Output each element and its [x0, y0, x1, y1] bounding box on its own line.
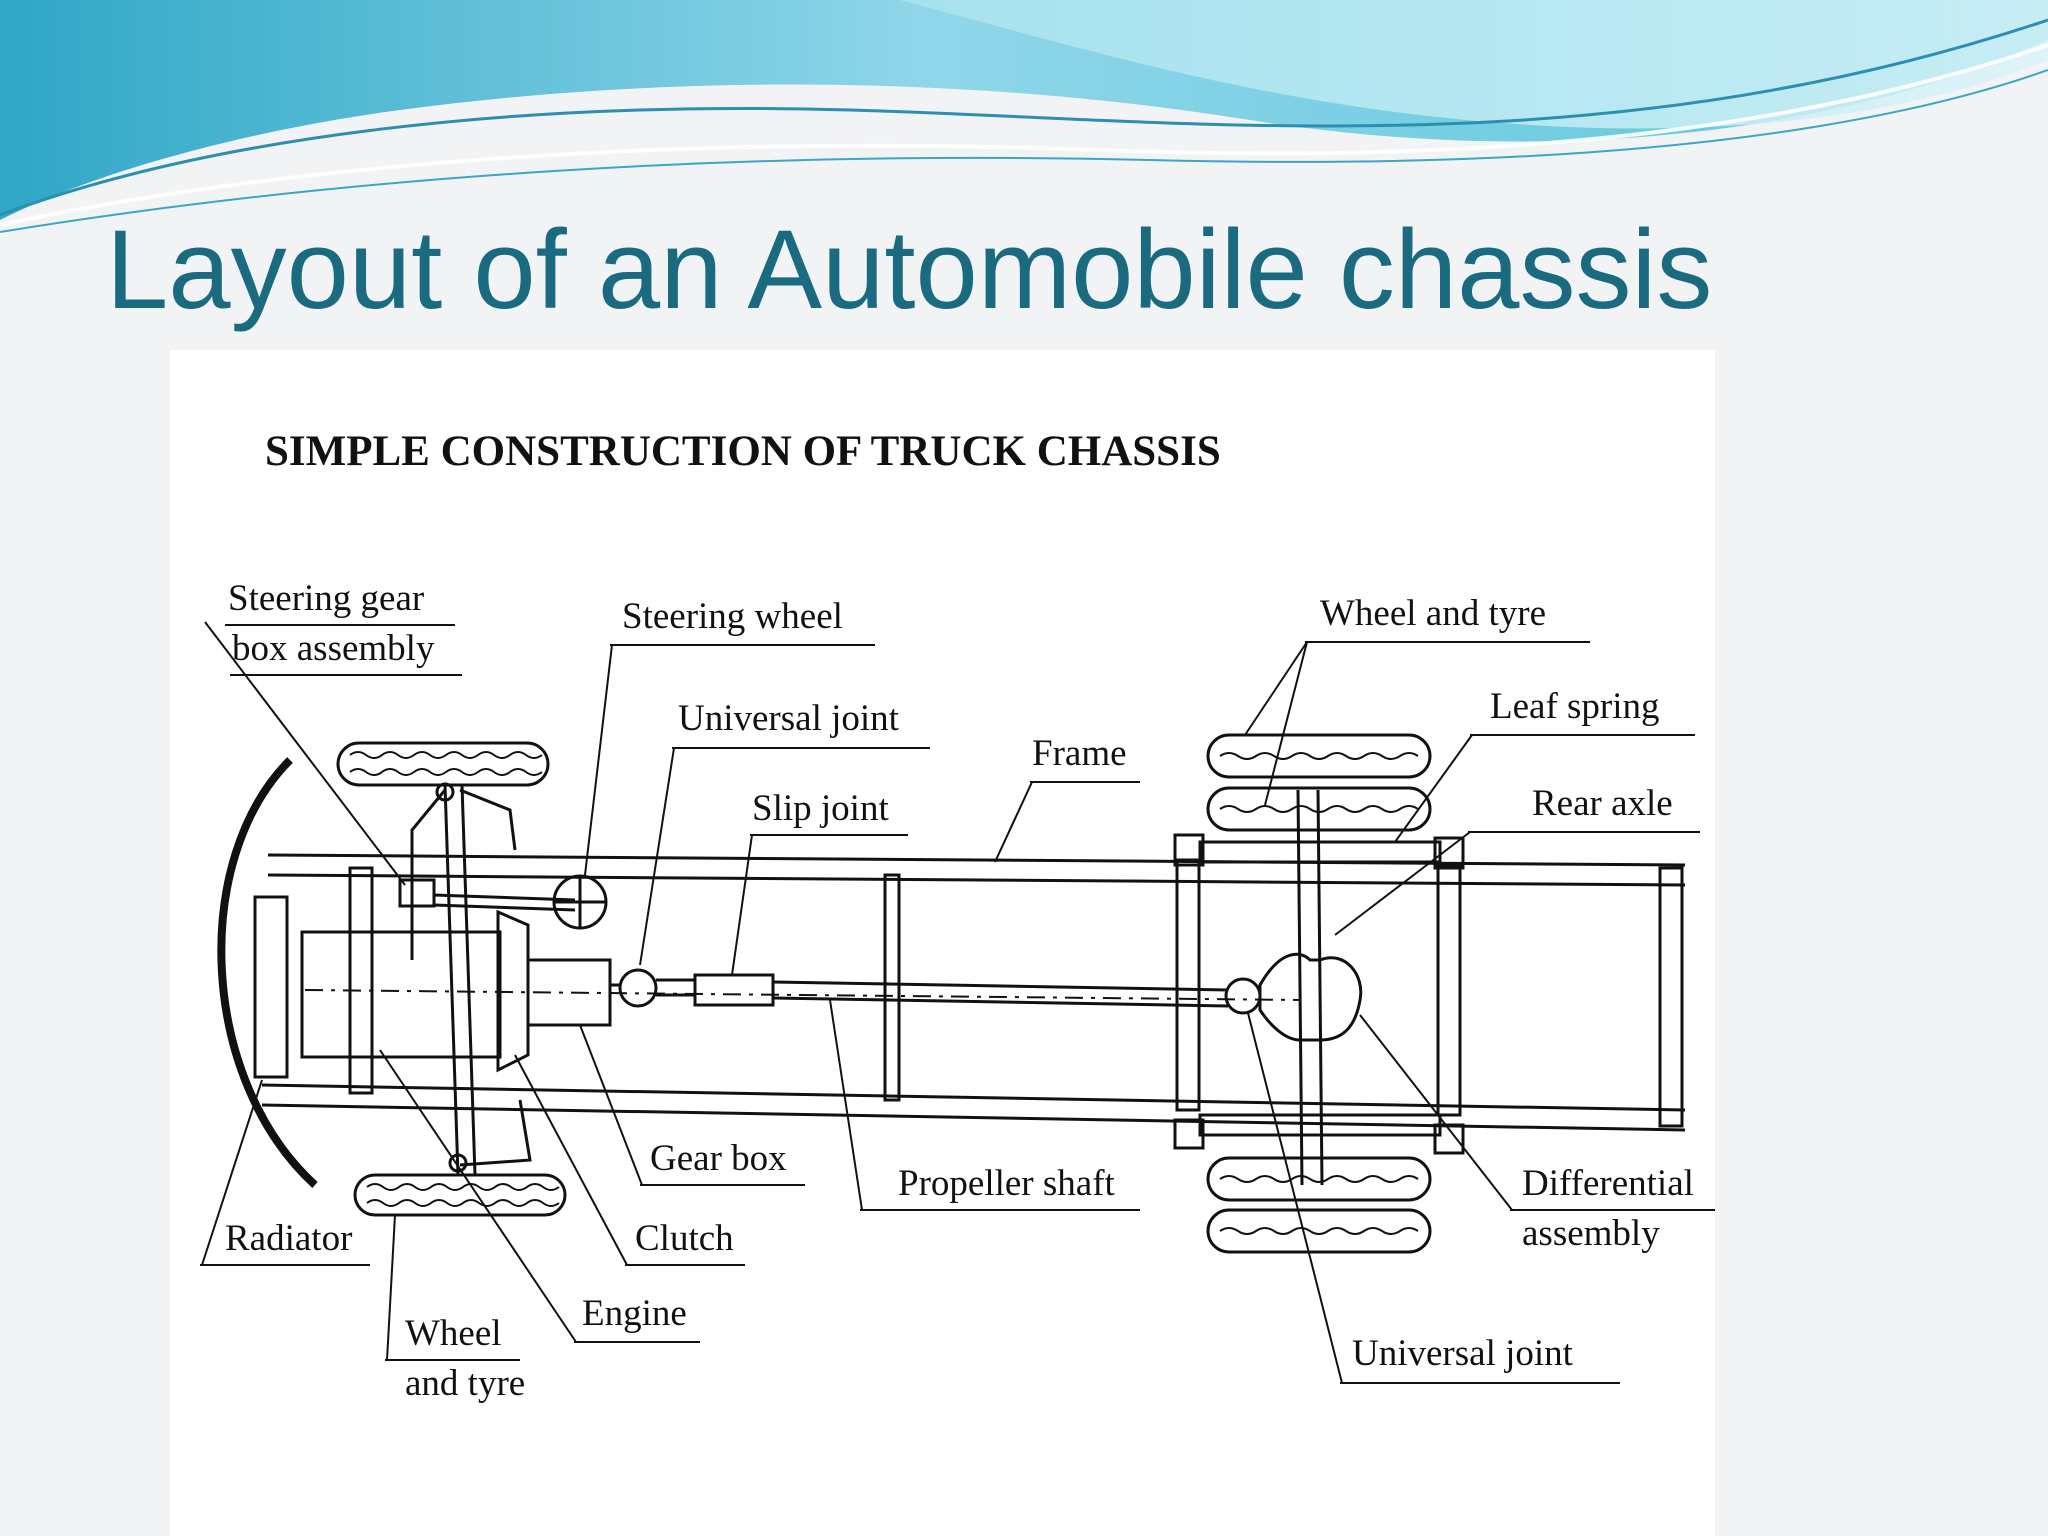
- wave-banner: [0, 0, 2048, 233]
- steering-wheel: [552, 874, 608, 930]
- label-differential-line1: Differential: [1522, 1163, 1694, 1204]
- rear-wheels-bottom: [1206, 1156, 1432, 1254]
- label-wheel-tyre-front-line1: Wheel: [405, 1313, 502, 1354]
- front-wheel-bottom: [353, 1173, 567, 1217]
- propeller-shaft: [772, 980, 1229, 992]
- differential: [1258, 952, 1363, 1042]
- front-wheel-top: [336, 741, 550, 787]
- universal-joint-front: [618, 968, 658, 1008]
- leaf-spring-top: [1198, 840, 1442, 864]
- label-rear-axle: Rear axle: [1532, 783, 1673, 824]
- clutch-housing: [496, 909, 530, 1073]
- label-slip-joint: Slip joint: [752, 788, 889, 829]
- label-steering-gear-line2: box assembly: [232, 628, 435, 669]
- slip-joint: [693, 973, 775, 1007]
- rear-axle: [1258, 789, 1363, 1186]
- slide-title: Layout of an Automobile chassis: [106, 207, 1713, 332]
- label-steering-gear-line1: Steering gear: [228, 578, 424, 619]
- label-wheel-tyre-front-line2: and tyre: [405, 1363, 525, 1404]
- leaf-spring-bottom: [1198, 1113, 1442, 1137]
- diagram-heading: SIMPLE CONSTRUCTION OF TRUCK CHASSIS: [265, 428, 1221, 475]
- steering-gear-box: [398, 878, 436, 908]
- universal-joint-rear: [1224, 977, 1262, 1015]
- label-steering-wheel: Steering wheel: [622, 596, 843, 637]
- label-gear-box: Gear box: [650, 1138, 787, 1179]
- chassis-diagram: SIMPLE CONSTRUCTION OF TRUCK CHASSIS: [170, 350, 1715, 1536]
- label-clutch: Clutch: [635, 1218, 734, 1259]
- label-propeller-shaft: Propeller shaft: [898, 1163, 1116, 1204]
- label-engine: Engine: [582, 1293, 687, 1334]
- label-differential-line2: assembly: [1522, 1213, 1660, 1254]
- engine: [300, 930, 502, 1059]
- front-axle: [410, 782, 532, 1176]
- frame: [261, 833, 1686, 1155]
- label-radiator: Radiator: [225, 1218, 352, 1259]
- label-leaf-spring: Leaf spring: [1490, 686, 1660, 727]
- label-universal-joint-front: Universal joint: [678, 698, 900, 739]
- radiator: [253, 895, 289, 1079]
- bumper: [217, 757, 318, 1188]
- chassis-drawing: SIMPLE CONSTRUCTION OF TRUCK CHASSIS: [200, 428, 1715, 1404]
- label-universal-joint-rear: Universal joint: [1352, 1333, 1574, 1374]
- rear-wheels-top: [1206, 733, 1432, 832]
- label-frame: Frame: [1032, 733, 1127, 774]
- label-wheel-tyre-rear: Wheel and tyre: [1320, 593, 1546, 634]
